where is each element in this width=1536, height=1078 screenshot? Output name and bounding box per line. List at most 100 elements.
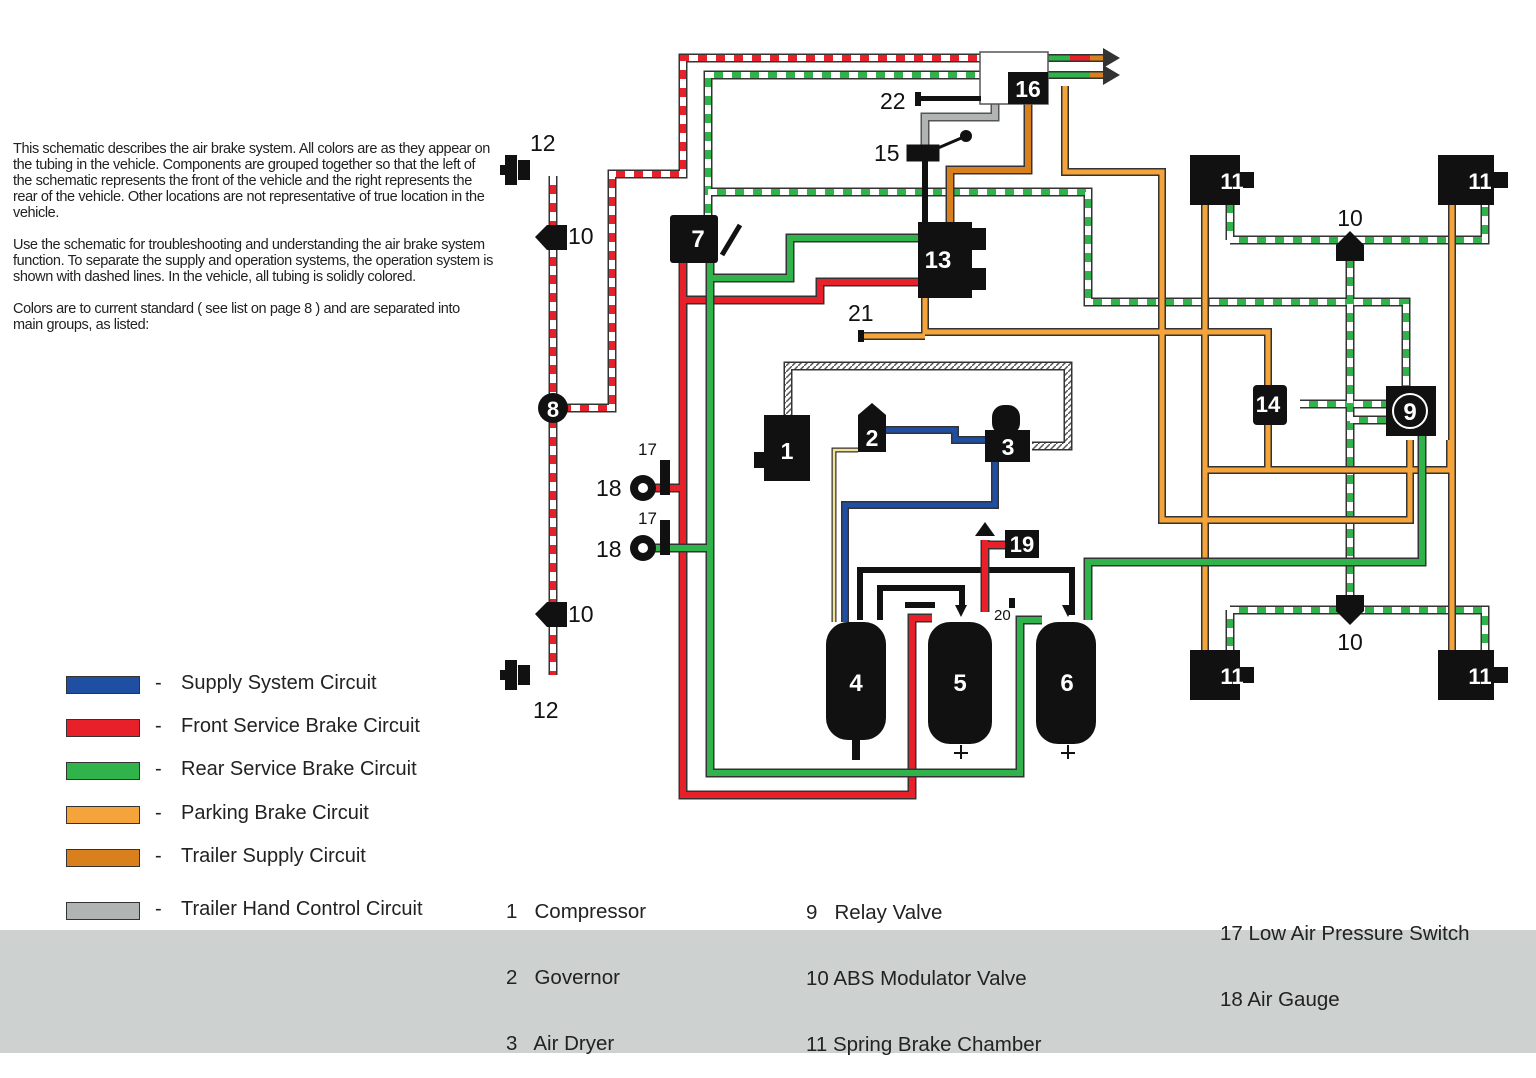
legend-label: Supply System Circuit: [181, 672, 377, 694]
air-brake-schematic: 12 12 10 10 8 7 17 18 17 18 13 16 22 15: [500, 48, 1508, 800]
legend-item-trailer-supply: - Trailer Supply Circuit: [66, 845, 486, 869]
label-12: 12: [533, 697, 559, 723]
label-4: 4: [849, 670, 863, 697]
label-14: 14: [1256, 392, 1281, 417]
legend-item-supply: - Supply System Circuit: [66, 672, 486, 696]
part-item: 17 Low Air Pressure Switch: [1220, 922, 1470, 945]
legend-dash: -: [155, 715, 162, 737]
label-20: 20: [994, 607, 1011, 624]
legend-item-trailer-hand: - Trailer Hand Control Circuit: [66, 898, 486, 922]
reservoir-5: [928, 605, 992, 759]
label-16: 16: [1015, 76, 1041, 102]
brake-valve-7: [670, 215, 718, 263]
legend-swatch: [66, 849, 140, 867]
brake-chamber-12-front: [500, 155, 530, 185]
legend-dash: -: [155, 898, 162, 920]
trailer-hand-control-line: [920, 100, 1000, 150]
legend-swatch: [66, 676, 140, 694]
label-5: 5: [953, 670, 966, 697]
intro-paragraph-2: Use the schematic for troubleshooting an…: [13, 237, 493, 285]
label-9: 9: [1403, 399, 1416, 426]
part-item: 10 ABS Modulator Valve: [806, 967, 1027, 990]
label-11: 11: [1220, 664, 1243, 689]
label-10: 10: [568, 223, 594, 249]
legend-swatch: [66, 719, 140, 737]
label-2: 2: [866, 425, 879, 451]
label-10: 10: [568, 601, 594, 627]
abs-valve-10-front: [535, 225, 567, 250]
legend-label: Trailer Hand Control Circuit: [181, 898, 423, 920]
part-item: 18 Air Gauge: [1220, 988, 1340, 1011]
spring-brake-11-front-right: [1438, 155, 1508, 205]
air-dryer-3: [985, 405, 1030, 462]
reservoir-4: [826, 622, 886, 760]
label-17: 17: [638, 509, 657, 528]
supply-lines: [841, 426, 999, 622]
valve-16: [1008, 72, 1048, 104]
parts-list-col-2: 9 Relay Valve 10 ABS Modulator Valve 11 …: [806, 858, 1042, 1078]
intro-text: This schematic describes the air brake s…: [13, 141, 493, 349]
governor-2: [858, 403, 886, 452]
hand-control-15: [906, 134, 967, 162]
front-service-dashed-lines: [548, 53, 982, 675]
label-15: 15: [874, 140, 900, 166]
legend-swatch: [66, 902, 140, 920]
part-item: 3 Air Dryer: [506, 1032, 615, 1055]
label-11: 11: [1468, 169, 1491, 194]
reservoir-6: [1036, 605, 1096, 759]
abs-valve-10-rear-bottom: [1336, 595, 1364, 625]
abs-valve-10-front-lower: [535, 602, 567, 627]
part-item: 11 Spring Brake Chamber: [806, 1033, 1042, 1056]
label-18: 18: [596, 475, 622, 501]
label-10: 10: [1337, 205, 1363, 231]
legend-dash: -: [155, 845, 162, 867]
parts-list-col-3: 17 Low Air Pressure Switch 18 Air Gauge: [1220, 879, 1470, 1033]
rear-service-solid-lines: [655, 233, 1427, 778]
legend-label: Trailer Supply Circuit: [181, 845, 366, 867]
label-1: 1: [781, 438, 794, 464]
component-21: [858, 330, 864, 342]
compressor-1: [754, 415, 810, 481]
legend-label: Parking Brake Circuit: [181, 802, 369, 824]
legend-label: Front Service Brake Circuit: [181, 715, 420, 737]
intro-paragraph-3: Colors are to current standard ( see lis…: [13, 301, 460, 333]
component-8: [538, 393, 568, 423]
label-11: 11: [1468, 664, 1491, 689]
valve-14: [1253, 385, 1287, 425]
legend-swatch: [66, 806, 140, 824]
spring-brake-11-rear-left: [1190, 650, 1254, 700]
spring-brake-11-front-left: [1190, 155, 1254, 205]
abs-valve-10-rear-top: [1336, 231, 1364, 261]
rear-service-dashed-lines: [703, 70, 1490, 660]
legend-item-rear-service: - Rear Service Brake Circuit: [66, 758, 486, 782]
valve-13: [918, 222, 972, 298]
low-air-switch-17-top: [660, 460, 670, 495]
label-7: 7: [691, 226, 704, 253]
label-18: 18: [596, 536, 622, 562]
parts-list-col-1: 1 Compressor 2 Governor 3 Air Dryer: [506, 857, 646, 1077]
bottom-gray-bar: [0, 930, 1536, 1053]
black-supply-lines: [857, 155, 1075, 620]
label-22: 22: [880, 88, 906, 114]
label-11: 11: [1220, 169, 1243, 194]
spring-brake-11-rear-right: [1438, 650, 1508, 700]
legend-dash: -: [155, 802, 162, 824]
legend-item-front-service: - Front Service Brake Circuit: [66, 715, 486, 739]
part-item: 2 Governor: [506, 966, 620, 989]
component-19-arrow-icon: [975, 522, 995, 536]
label-17: 17: [638, 440, 657, 459]
label-8: 8: [547, 397, 559, 422]
label-3: 3: [1002, 434, 1015, 460]
legend-label: Rear Service Brake Circuit: [181, 758, 417, 780]
legend-item-parking: - Parking Brake Circuit: [66, 802, 486, 826]
label-6: 6: [1060, 670, 1073, 697]
label-12: 12: [530, 130, 556, 156]
label-10: 10: [1337, 629, 1363, 655]
legend-swatch: [66, 762, 140, 780]
component-19: [1005, 530, 1039, 558]
part-item: 1 Compressor: [506, 900, 647, 923]
component-22: [915, 92, 981, 106]
label-13: 13: [925, 247, 952, 274]
legend-dash: -: [155, 758, 162, 780]
trailer-arrow-icon: [1103, 48, 1120, 85]
